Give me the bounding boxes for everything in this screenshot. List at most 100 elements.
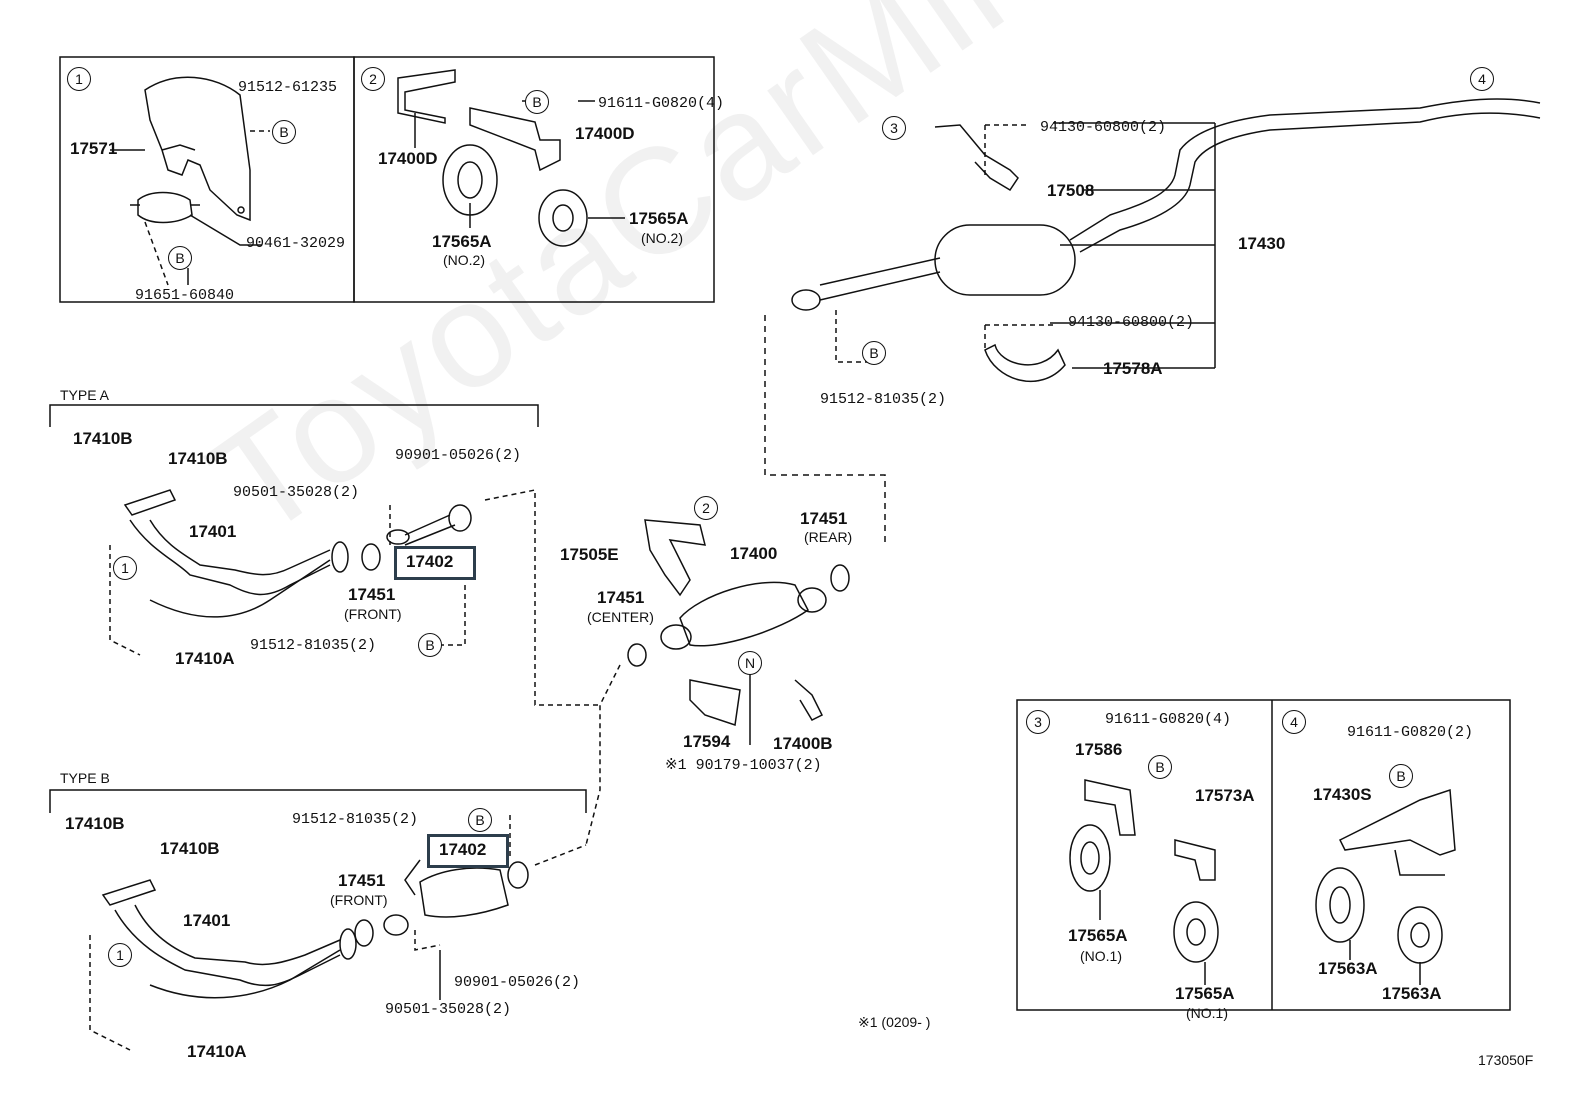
callout-b-marker: B (168, 246, 192, 270)
part-label-17400d: 17400D (575, 124, 635, 143)
callout-2-inset: 2 (361, 67, 385, 91)
bracket-17505e (644, 519, 706, 597)
part-label-17410a: 17410A (187, 1042, 247, 1061)
callout-4-marker: 4 (1470, 67, 1494, 91)
gasket-17451-front-b (354, 919, 374, 947)
inset-box-3-4 (1016, 699, 1511, 1011)
type-b-title: TYPE B (60, 770, 110, 786)
bracket-17400b (794, 679, 824, 721)
part-label-17410a: 17410A (175, 649, 235, 668)
part-label-90901-05026: 90901-05026(2) (454, 974, 581, 991)
gasket-17451-center (627, 643, 647, 667)
part-label-94130-60800: 94130-60800(2) (1040, 119, 1167, 136)
front-pipe-17401-type-b (101, 879, 357, 999)
inset-box-2 (353, 56, 715, 303)
callout-b-marker: B (525, 90, 549, 114)
part-note-no1: (NO.1) (1080, 948, 1122, 964)
part-note-no2: (NO.2) (641, 230, 683, 246)
callout-3-marker: 3 (882, 116, 906, 140)
part-label-17451: 17451 (597, 588, 645, 607)
callout-b-marker: B (272, 120, 296, 144)
callout-3-inset: 3 (1026, 710, 1050, 734)
part-label-17410b: 17410B (65, 814, 125, 833)
bracket-17586 (1084, 779, 1136, 836)
callout-b-marker: B (1389, 764, 1413, 788)
bracket-17430s (1338, 788, 1456, 876)
part-label-17565a: 17565A (1175, 984, 1235, 1003)
part-label-91512-81035: 91512-81035(2) (250, 637, 377, 654)
part-label-17586: 17586 (1075, 740, 1123, 759)
part-label-91611-g0820-2: 91611-G0820(2) (1347, 724, 1474, 741)
part-label-17410b: 17410B (73, 429, 133, 448)
clamp-part (130, 191, 200, 224)
type-a-bracket (49, 404, 539, 427)
part-note-front: (FRONT) (344, 606, 402, 622)
heat-insulator-17594 (689, 679, 741, 726)
callout-n-marker: N (738, 651, 762, 675)
part-label-17594: 17594 (683, 732, 731, 751)
callout-1-marker: 1 (108, 943, 132, 967)
heat-shield-part (144, 76, 251, 222)
highlight-box-17402 (427, 834, 509, 868)
part-label-91512-61235: 91512-61235 (238, 79, 338, 96)
gasket-17451-front-a (361, 543, 381, 571)
part-label-17578a: 17578A (1103, 359, 1163, 378)
hanger-17563a-right (1397, 906, 1443, 964)
part-label-17410b: 17410B (168, 449, 228, 468)
part-label-17400d: 17400D (378, 149, 438, 168)
callout-b-marker: B (468, 808, 492, 832)
part-label-17505e: 17505E (560, 545, 619, 564)
callout-1-inset: 1 (67, 67, 91, 91)
front-pipe-17401-type-a (123, 489, 349, 618)
callout-b-marker: B (862, 341, 886, 365)
part-label-91611-g0820-4: 91611-G0820(4) (1105, 711, 1232, 728)
part-note-rear: (REAR) (804, 529, 853, 545)
part-label-17430s: 17430S (1313, 785, 1372, 804)
part-label-17401: 17401 (183, 911, 231, 930)
hanger-17565a-no1-right (1173, 901, 1219, 963)
part-label-17573a: 17573A (1195, 786, 1255, 805)
part-label-17401: 17401 (189, 522, 237, 541)
part-label-91512-81035: 91512-81035(2) (292, 811, 419, 828)
part-label-17565a: 17565A (629, 209, 689, 228)
bracket-17400d-left (397, 69, 456, 124)
part-label-17400b: 17400B (773, 734, 833, 753)
callout-2-marker: 2 (694, 496, 718, 520)
front-pipe-17402-type-b (383, 859, 529, 936)
part-label-90901-05026: 90901-05026(2) (395, 447, 522, 464)
part-label-17563a: 17563A (1382, 984, 1442, 1003)
gasket-17451-rear (830, 564, 850, 592)
front-pipe-17402-type-a (386, 504, 472, 546)
part-note-center: (CENTER) (587, 609, 654, 625)
type-a-title: TYPE A (60, 387, 110, 403)
bracket-17400d-right (469, 107, 561, 172)
part-label-90179-10037: ※1 90179-10037(2) (665, 757, 822, 774)
part-label-17400: 17400 (730, 544, 778, 563)
callout-1-marker: 1 (113, 556, 137, 580)
part-note-front: (FRONT) (330, 892, 388, 908)
part-label-17565a: 17565A (1068, 926, 1128, 945)
part-label-90461-32029: 90461-32029 (246, 235, 346, 252)
part-label-91651-60840: 91651-60840 (135, 287, 235, 304)
part-label-17410b: 17410B (160, 839, 220, 858)
bracket-17573a (1174, 839, 1216, 881)
hanger-17565a-no1-left (1069, 824, 1111, 892)
part-note-no1: (NO.1) (1186, 1005, 1228, 1021)
tailpipe-17430 (791, 98, 1541, 311)
hanger-bracket-17508 (934, 124, 1019, 192)
callout-b-marker: B (1148, 755, 1172, 779)
part-label-90501-35028: 90501-35028(2) (385, 1001, 512, 1018)
callout-4-inset: 4 (1282, 710, 1306, 734)
hanger-17563a-left (1315, 867, 1365, 943)
type-b-bracket (49, 789, 587, 813)
highlight-box-17402 (394, 546, 476, 580)
hanger-17565a-right (538, 189, 588, 247)
part-label-17563a: 17563A (1318, 959, 1378, 978)
part-note-no2: (NO.2) (443, 252, 485, 268)
part-label-17451: 17451 (348, 585, 396, 604)
part-label-17508: 17508 (1047, 181, 1095, 200)
part-label-17402: 17402 (406, 552, 454, 571)
catalytic-converter-17400 (660, 581, 827, 650)
heat-shield-17578a (984, 343, 1066, 383)
